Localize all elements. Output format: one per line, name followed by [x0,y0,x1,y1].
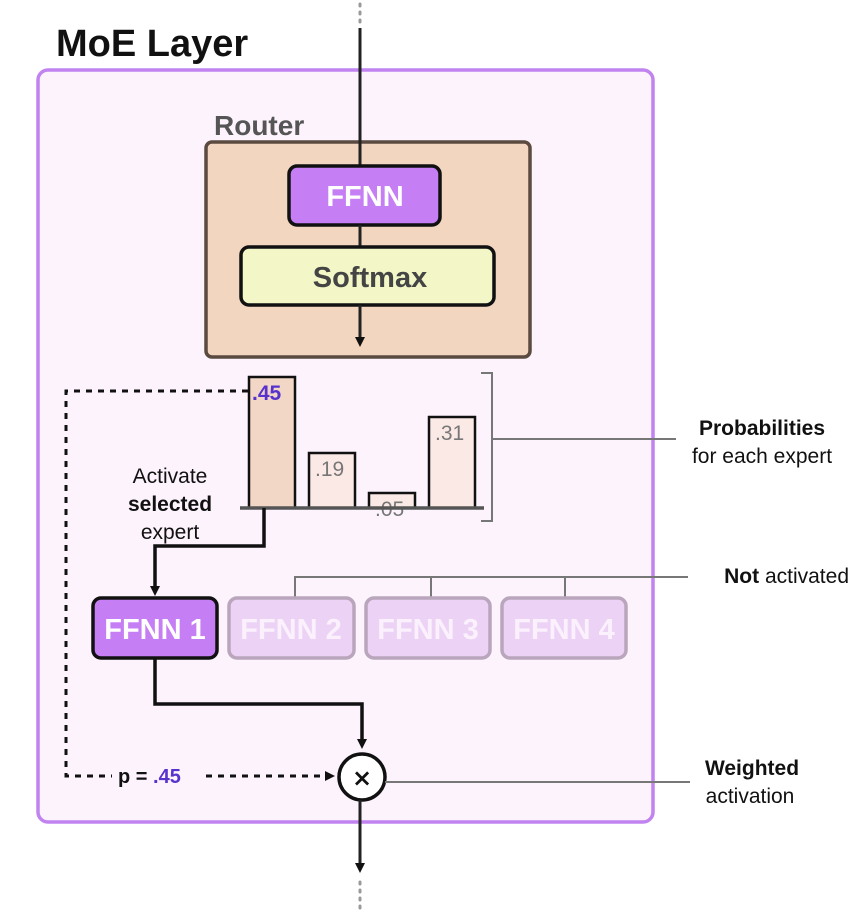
probability-bars [247,375,477,510]
router-ffnn-label: FFNN [326,181,403,213]
expert-ffnn-1: FFNN 1 [91,596,219,660]
probabilities-caption-rest: for each expert [692,445,832,468]
weighted-activation-bold: Weighted [705,757,799,780]
activate-note-line3: expert [141,521,200,544]
activate-note-line2: selected [128,493,212,516]
weighted-activation-rest: activation [706,785,795,808]
activate-note-line1: Activate [133,465,208,488]
probability-bar-expert-4 [427,415,477,510]
multiply-icon: × [352,764,372,792]
probability-labels: .45 .19 .05 .31 [252,382,464,521]
not-activated-bold: Not [724,565,759,588]
expert-ffnn-4: FFNN 4 [500,596,628,660]
expert-ffnn-2-label: FFNN 2 [240,614,342,646]
softmax-label: Softmax [313,262,427,294]
expert-ffnn-3-label: FFNN 3 [377,614,479,646]
router-label: Router [214,110,304,141]
not-activated-caption: Not activated [724,565,849,588]
expert-ffnn-3: FFNN 3 [364,596,492,660]
expert-ffnn-4-label: FFNN 4 [513,614,615,646]
expert-ffnn-3-box [364,596,492,660]
not-activated-rest: activated [759,565,849,588]
weight-label: p = .45 [118,766,181,788]
multiply-node [337,752,387,802]
weight-dashed-path [64,389,248,778]
probability-bar-expert-2 [307,451,357,510]
probability-label-expert-4: .31 [435,422,464,445]
expert-ffnn-2-box [227,596,356,660]
probability-bracket [481,372,493,522]
weight-p-prefix: p = [118,766,153,788]
probabilities-caption-bold: Probabilities [699,417,825,440]
weight-p-value: .45 [153,766,181,788]
expert-ffnn-2: FFNN 2 [227,596,356,660]
activation-path [150,508,266,596]
probability-label-expert-2: .19 [315,458,344,481]
softmax-box [239,245,496,307]
layer-title: MoE Layer [56,23,248,65]
probability-bar-expert-1 [247,375,297,510]
expert-ffnn-1-label: FFNN 1 [104,614,206,646]
probability-label-expert-1: .45 [252,382,282,405]
expert-ffnn-4-box [500,596,628,660]
expert-output-path [153,658,367,749]
router-ffnn-box [287,164,442,227]
not-activated-bracket [294,576,688,598]
